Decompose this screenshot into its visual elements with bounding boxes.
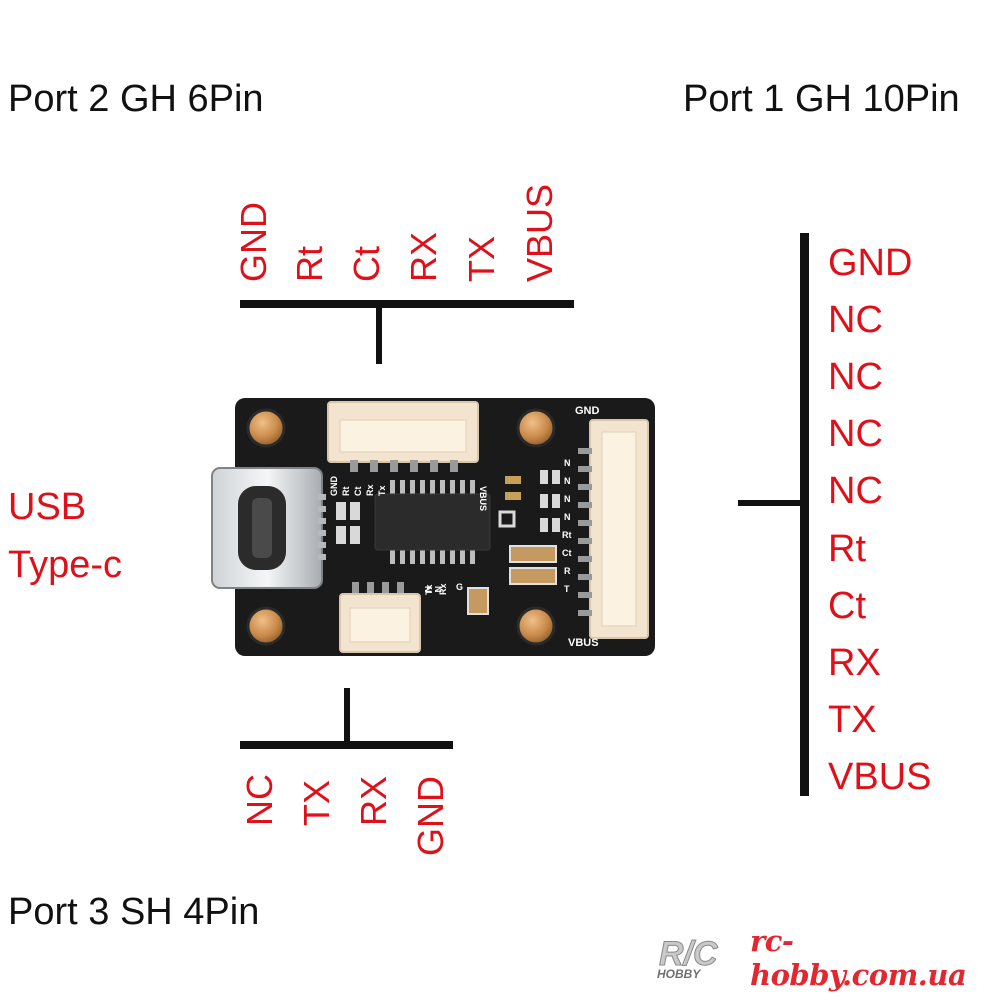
port1-pin-rt: Rt xyxy=(828,528,866,570)
port3-title: Port 3 SH 4Pin xyxy=(8,891,260,933)
silk-port1-t: T xyxy=(564,584,570,594)
mounting-holes xyxy=(246,408,556,646)
port2-pin-rt: Rt xyxy=(289,246,330,282)
port2-connector xyxy=(327,401,479,472)
port1-pin-ct: Ct xyxy=(828,585,866,627)
silk-port2-tx: Tx xyxy=(377,485,387,496)
silk-port2-rt: Rt xyxy=(341,487,351,497)
silk-port3-n2: N xyxy=(433,586,443,593)
port3-bracket-line xyxy=(240,741,453,749)
main-ic-chip xyxy=(374,480,491,564)
usb-type-c-label: USB Type-c xyxy=(8,478,122,594)
port1-pin-nc-4: NC xyxy=(828,470,883,512)
logo-sub-text: HOBBY xyxy=(657,967,701,980)
port1-connector xyxy=(578,419,649,639)
port1-pin-nc-3: NC xyxy=(828,413,883,455)
port2-pin-vbus: VBUS xyxy=(519,183,560,282)
port3-pin-tx: TX xyxy=(296,779,337,826)
port3-pin-gnd: GND xyxy=(410,776,451,856)
mounting-hole-bottom-left xyxy=(246,606,286,646)
silk-vbus-small: VBUS xyxy=(478,486,488,511)
silk-port3-tx: Tx xyxy=(424,584,434,595)
port1-leader-line xyxy=(738,500,804,506)
watermark: R/C HOBBY rc-hobby.com.ua xyxy=(655,924,1000,992)
usb-label-line2: Type-c xyxy=(8,544,123,586)
smd-components xyxy=(336,470,560,615)
silkscreen-labels: GND VBUS VBUS GND Rt Ct Rx Tx N N N N Rt… xyxy=(329,405,600,649)
port1-pin-nc-2: NC xyxy=(828,356,883,398)
silk-port1-n2: N xyxy=(564,476,571,486)
port1-pin-nc-1: NC xyxy=(828,299,883,341)
usb-label-line1: USB xyxy=(8,486,87,528)
mounting-hole-top-left xyxy=(246,408,286,448)
usb-c-connector xyxy=(211,467,326,589)
silk-port1-r: R xyxy=(564,566,571,576)
port1-title: Port 1 GH 10Pin xyxy=(683,78,960,120)
silk-port3-rx: Rx xyxy=(438,583,448,595)
port1-bracket-line xyxy=(800,233,809,796)
port2-bracket-line xyxy=(240,300,574,308)
port2-pin-tx: TX xyxy=(461,235,502,282)
silk-port2-gnd: GND xyxy=(329,476,339,497)
silk-port2-ct: Ct xyxy=(353,487,363,497)
silk-port1-rt: Rt xyxy=(562,530,572,540)
port3-pin-rx: RX xyxy=(353,775,394,826)
port2-leader-line xyxy=(376,304,382,364)
port1-pin-rx: RX xyxy=(828,642,881,684)
silk-port1-n3: N xyxy=(564,494,571,504)
mounting-hole-bottom-right xyxy=(516,606,556,646)
silk-port2-rx: Rx xyxy=(365,484,375,496)
port2-pin-gnd: GND xyxy=(233,202,274,282)
port1-pin-tx: TX xyxy=(828,699,877,741)
silk-port1-n1: N xyxy=(564,458,571,468)
port1-pin-gnd: GND xyxy=(828,242,913,284)
rc-hobby-logo-icon: R/C HOBBY xyxy=(655,935,740,982)
port3-connector xyxy=(339,582,421,653)
silk-port1-ct: Ct xyxy=(562,548,572,558)
silk-port3-g: G xyxy=(456,582,463,592)
silk-port3-n1: N xyxy=(423,586,433,593)
watermark-site-text: rc-hobby.com.ua xyxy=(750,923,967,992)
port2-pin-rx: RX xyxy=(403,231,444,282)
silk-gnd: GND xyxy=(575,405,600,417)
pcb-board-illustration: GND VBUS VBUS GND Rt Ct Rx Tx N N N N Rt… xyxy=(211,398,655,656)
port1-pin-vbus: VBUS xyxy=(828,756,932,798)
port2-title: Port 2 GH 6Pin xyxy=(8,78,264,120)
port2-pin-ct: Ct xyxy=(346,246,387,282)
silk-port1-n4: N xyxy=(564,512,571,522)
port3-leader-line xyxy=(344,688,350,744)
logo-main-text: R/C xyxy=(659,935,718,973)
silk-vbus: VBUS xyxy=(568,637,599,649)
mounting-hole-top-right xyxy=(516,408,556,448)
port3-pin-nc: NC xyxy=(239,774,280,826)
